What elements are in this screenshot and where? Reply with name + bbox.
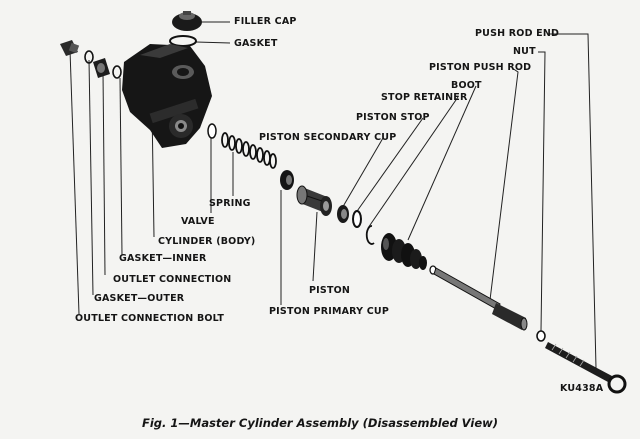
label-gasket-outer: GASKET—OUTER bbox=[94, 293, 185, 304]
label-piston-secondary-cup: PISTON SECONDARY CUP bbox=[259, 132, 397, 143]
label-stop-retainer: STOP RETAINER bbox=[381, 92, 468, 103]
piston-secondary-cup-part bbox=[337, 205, 349, 223]
label-gasket-inner: GASKET—INNER bbox=[119, 253, 207, 264]
piston-push-rod-part bbox=[429, 265, 528, 331]
leader-gasket-inner bbox=[119, 77, 123, 256]
label-piston-stop: PISTON STOP bbox=[356, 112, 430, 123]
gasket-outer-part bbox=[84, 50, 94, 64]
spring-part bbox=[221, 132, 277, 169]
leader-outlet-connection-bolt bbox=[69, 49, 80, 315]
leader-nut bbox=[538, 51, 546, 332]
label-boot: BOOT bbox=[451, 80, 482, 91]
label-gasket: GASKET bbox=[234, 38, 278, 49]
leader-lines bbox=[69, 21, 597, 369]
leader-outlet-connection bbox=[102, 71, 106, 276]
label-piston-primary-cup: PISTON PRIMARY CUP bbox=[269, 306, 390, 317]
leader-gasket bbox=[195, 41, 231, 44]
cylinder-body-part bbox=[122, 44, 212, 148]
label-nut: NUT bbox=[513, 46, 536, 57]
leader-piston-stop bbox=[354, 117, 424, 215]
label-outlet-connection-bolt: OUTLET CONNECTION BOLT bbox=[75, 313, 225, 324]
filler-cap-part bbox=[172, 11, 202, 31]
push-rod-end-part bbox=[545, 342, 627, 394]
gasket-inner-part bbox=[112, 65, 122, 79]
figure-caption: Fig. 1—Master Cylinder Assembly (Disasse… bbox=[141, 416, 499, 430]
stop-retainer-part bbox=[365, 225, 375, 245]
outlet-connection-bolt-part bbox=[60, 40, 80, 56]
piston-primary-cup-part bbox=[280, 170, 294, 190]
piston-stop-part bbox=[352, 210, 362, 228]
leader-piston-push-rod bbox=[489, 67, 519, 301]
leader-piston-secondary-cup bbox=[340, 137, 384, 211]
outlet-connection-part bbox=[93, 58, 110, 78]
leader-push-rod-end bbox=[547, 33, 597, 369]
gasket-part bbox=[169, 35, 197, 47]
piston-part bbox=[296, 185, 332, 216]
label-piston: PISTON bbox=[309, 285, 351, 296]
valve-part bbox=[207, 123, 217, 139]
leader-piston bbox=[312, 211, 318, 282]
label-valve: VALVE bbox=[181, 216, 215, 227]
label-cylinder-body: CYLINDER (BODY) bbox=[158, 236, 256, 247]
label-outlet-connection: OUTLET CONNECTION bbox=[113, 274, 232, 285]
boot-part bbox=[381, 233, 427, 270]
label-spring: SPRING bbox=[209, 198, 251, 209]
figure-code: KU438A bbox=[560, 383, 604, 394]
leader-gasket-outer bbox=[88, 59, 94, 296]
nut-part bbox=[536, 330, 546, 342]
label-piston-push-rod: PISTON PUSH ROD bbox=[429, 62, 532, 73]
leader-stop-retainer bbox=[367, 96, 459, 229]
label-filler-cap: FILLER CAP bbox=[234, 16, 297, 27]
leader-boot bbox=[407, 85, 477, 241]
label-push-rod-end: PUSH ROD END bbox=[475, 28, 560, 39]
